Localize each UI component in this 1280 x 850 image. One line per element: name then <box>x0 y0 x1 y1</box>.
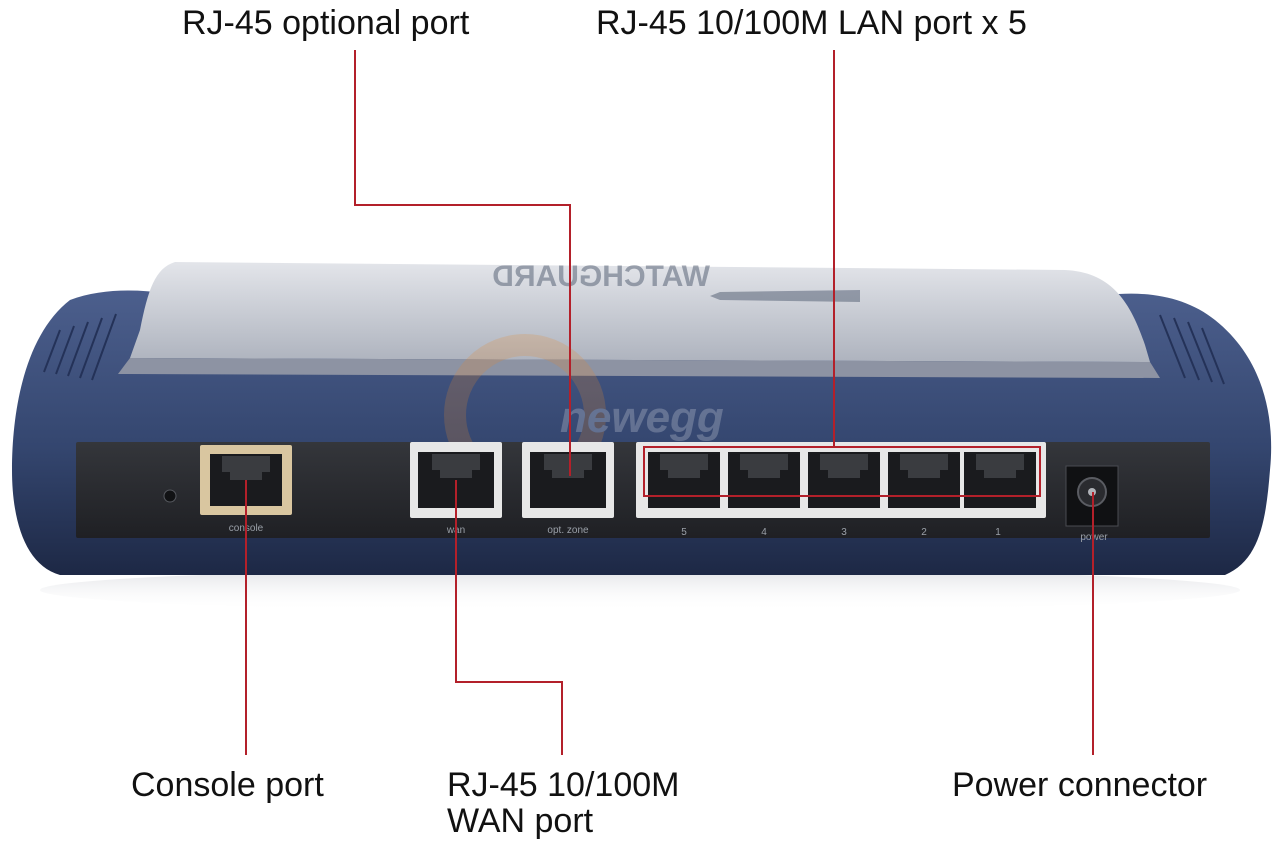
callout-optional-port: RJ-45 optional port <box>182 4 470 42</box>
router-device: WATCHGUARD newegg console wan <box>12 260 1272 575</box>
callout-console-port: Console port <box>131 766 324 804</box>
router-lid <box>130 262 1150 362</box>
lan-port-number: 4 <box>761 527 767 538</box>
vent-left <box>43 313 117 381</box>
svg-text:WATCHGUARD: WATCHGUARD <box>492 260 710 293</box>
power-connector-label: power <box>1080 532 1108 543</box>
power-connector: power <box>1065 465 1119 543</box>
callout-lan-ports: RJ-45 10/100M LAN port x 5 <box>596 4 1027 42</box>
opt-zone-port: opt. zone <box>522 442 614 536</box>
lan-ports: 5 4 3 2 1 <box>636 442 1046 538</box>
lan-port <box>648 452 720 508</box>
svg-text:newegg: newegg <box>560 393 724 442</box>
callout-wan-port-line2: WAN port <box>447 802 594 840</box>
lan-highlight-box <box>643 446 1041 497</box>
callout-power-connector: Power connector <box>952 766 1207 804</box>
lan-port <box>888 452 960 508</box>
lid-lip <box>118 358 1160 378</box>
lan-port-number: 3 <box>841 527 847 538</box>
leader-line-wan <box>455 480 563 755</box>
leader-line-optional <box>354 50 571 476</box>
lan-port <box>728 452 800 508</box>
device-shadow <box>40 568 1240 612</box>
lan-port-number: 1 <box>995 527 1001 538</box>
callout-wan-port-line1: RJ-45 10/100M <box>447 766 679 804</box>
brand-logo: WATCHGUARD <box>492 260 860 302</box>
opt-zone-port-label: opt. zone <box>547 525 589 536</box>
vent-right <box>1159 314 1225 385</box>
reset-hole <box>163 489 177 503</box>
lan-port <box>808 452 880 508</box>
lan-port-number: 5 <box>681 527 687 538</box>
lan-port <box>964 452 1036 508</box>
lan-port-number: 2 <box>921 527 927 538</box>
leader-lines <box>245 50 1094 755</box>
